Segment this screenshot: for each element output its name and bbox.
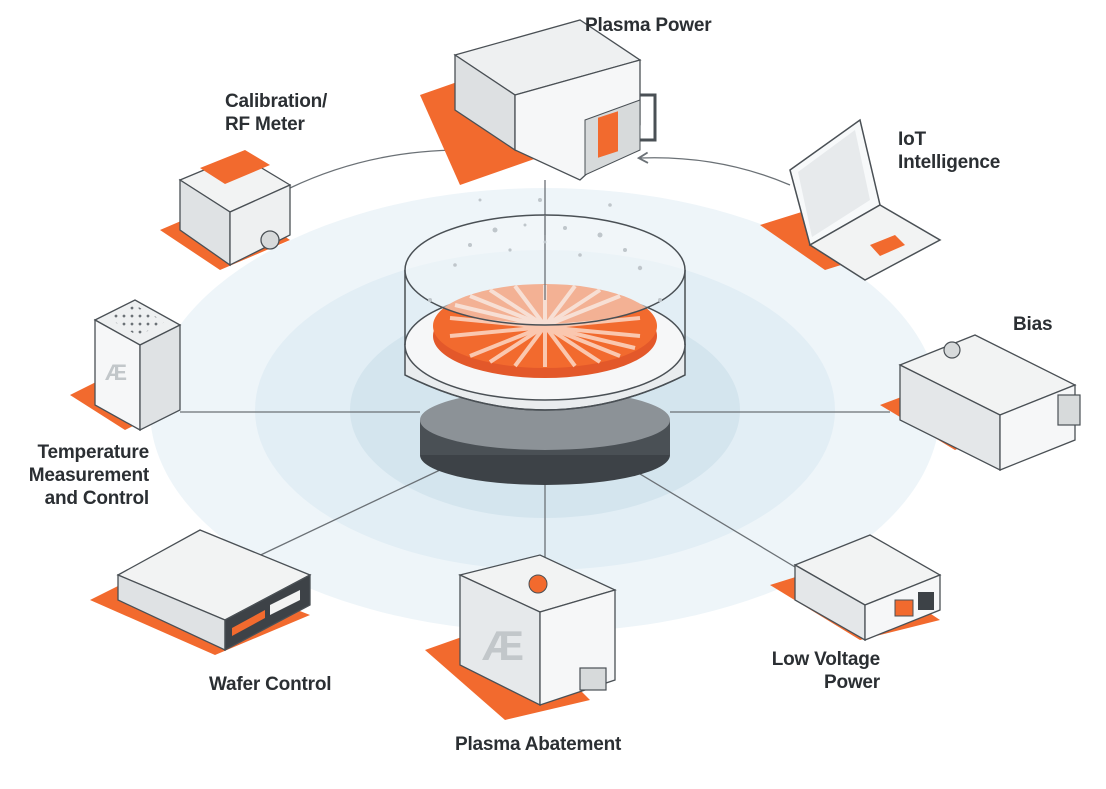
connector-low-voltage	[629, 467, 801, 571]
connector-lines	[180, 144, 890, 571]
label-plasma-power: Plasma Power	[585, 15, 712, 36]
label-calibration-rf-meter: Calibration/ RF Meter	[225, 91, 328, 135]
label-wafer-control: Wafer Control	[209, 674, 332, 695]
bias-device	[880, 334, 1081, 472]
ae-logo-icon: Æ	[482, 622, 524, 669]
plasma-power-device	[420, 19, 657, 185]
wafer-control-device	[90, 529, 312, 655]
temperature-device: Æ	[70, 299, 182, 432]
plasma-abatement-device: Æ	[425, 554, 617, 720]
low-voltage-device	[770, 534, 942, 642]
label-bias: Bias	[1013, 314, 1053, 335]
connector-wafer-control	[249, 469, 441, 561]
calibration-device	[160, 150, 292, 270]
label-temperature-measurement: Temperature Measurement and Control	[28, 442, 149, 509]
iot-laptop-device	[760, 118, 942, 281]
connector-calibration-arrow	[289, 144, 466, 189]
connector-iot-arrow	[636, 151, 791, 186]
label-iot-intelligence: IoT Intelligence	[898, 129, 1001, 173]
plasma-particles	[428, 198, 662, 302]
plasma-chamber	[404, 198, 686, 485]
label-plasma-abatement: Plasma Abatement	[455, 734, 622, 755]
ae-logo-icon: Æ	[105, 360, 127, 385]
label-low-voltage-power: Low Voltage Power	[771, 649, 880, 693]
